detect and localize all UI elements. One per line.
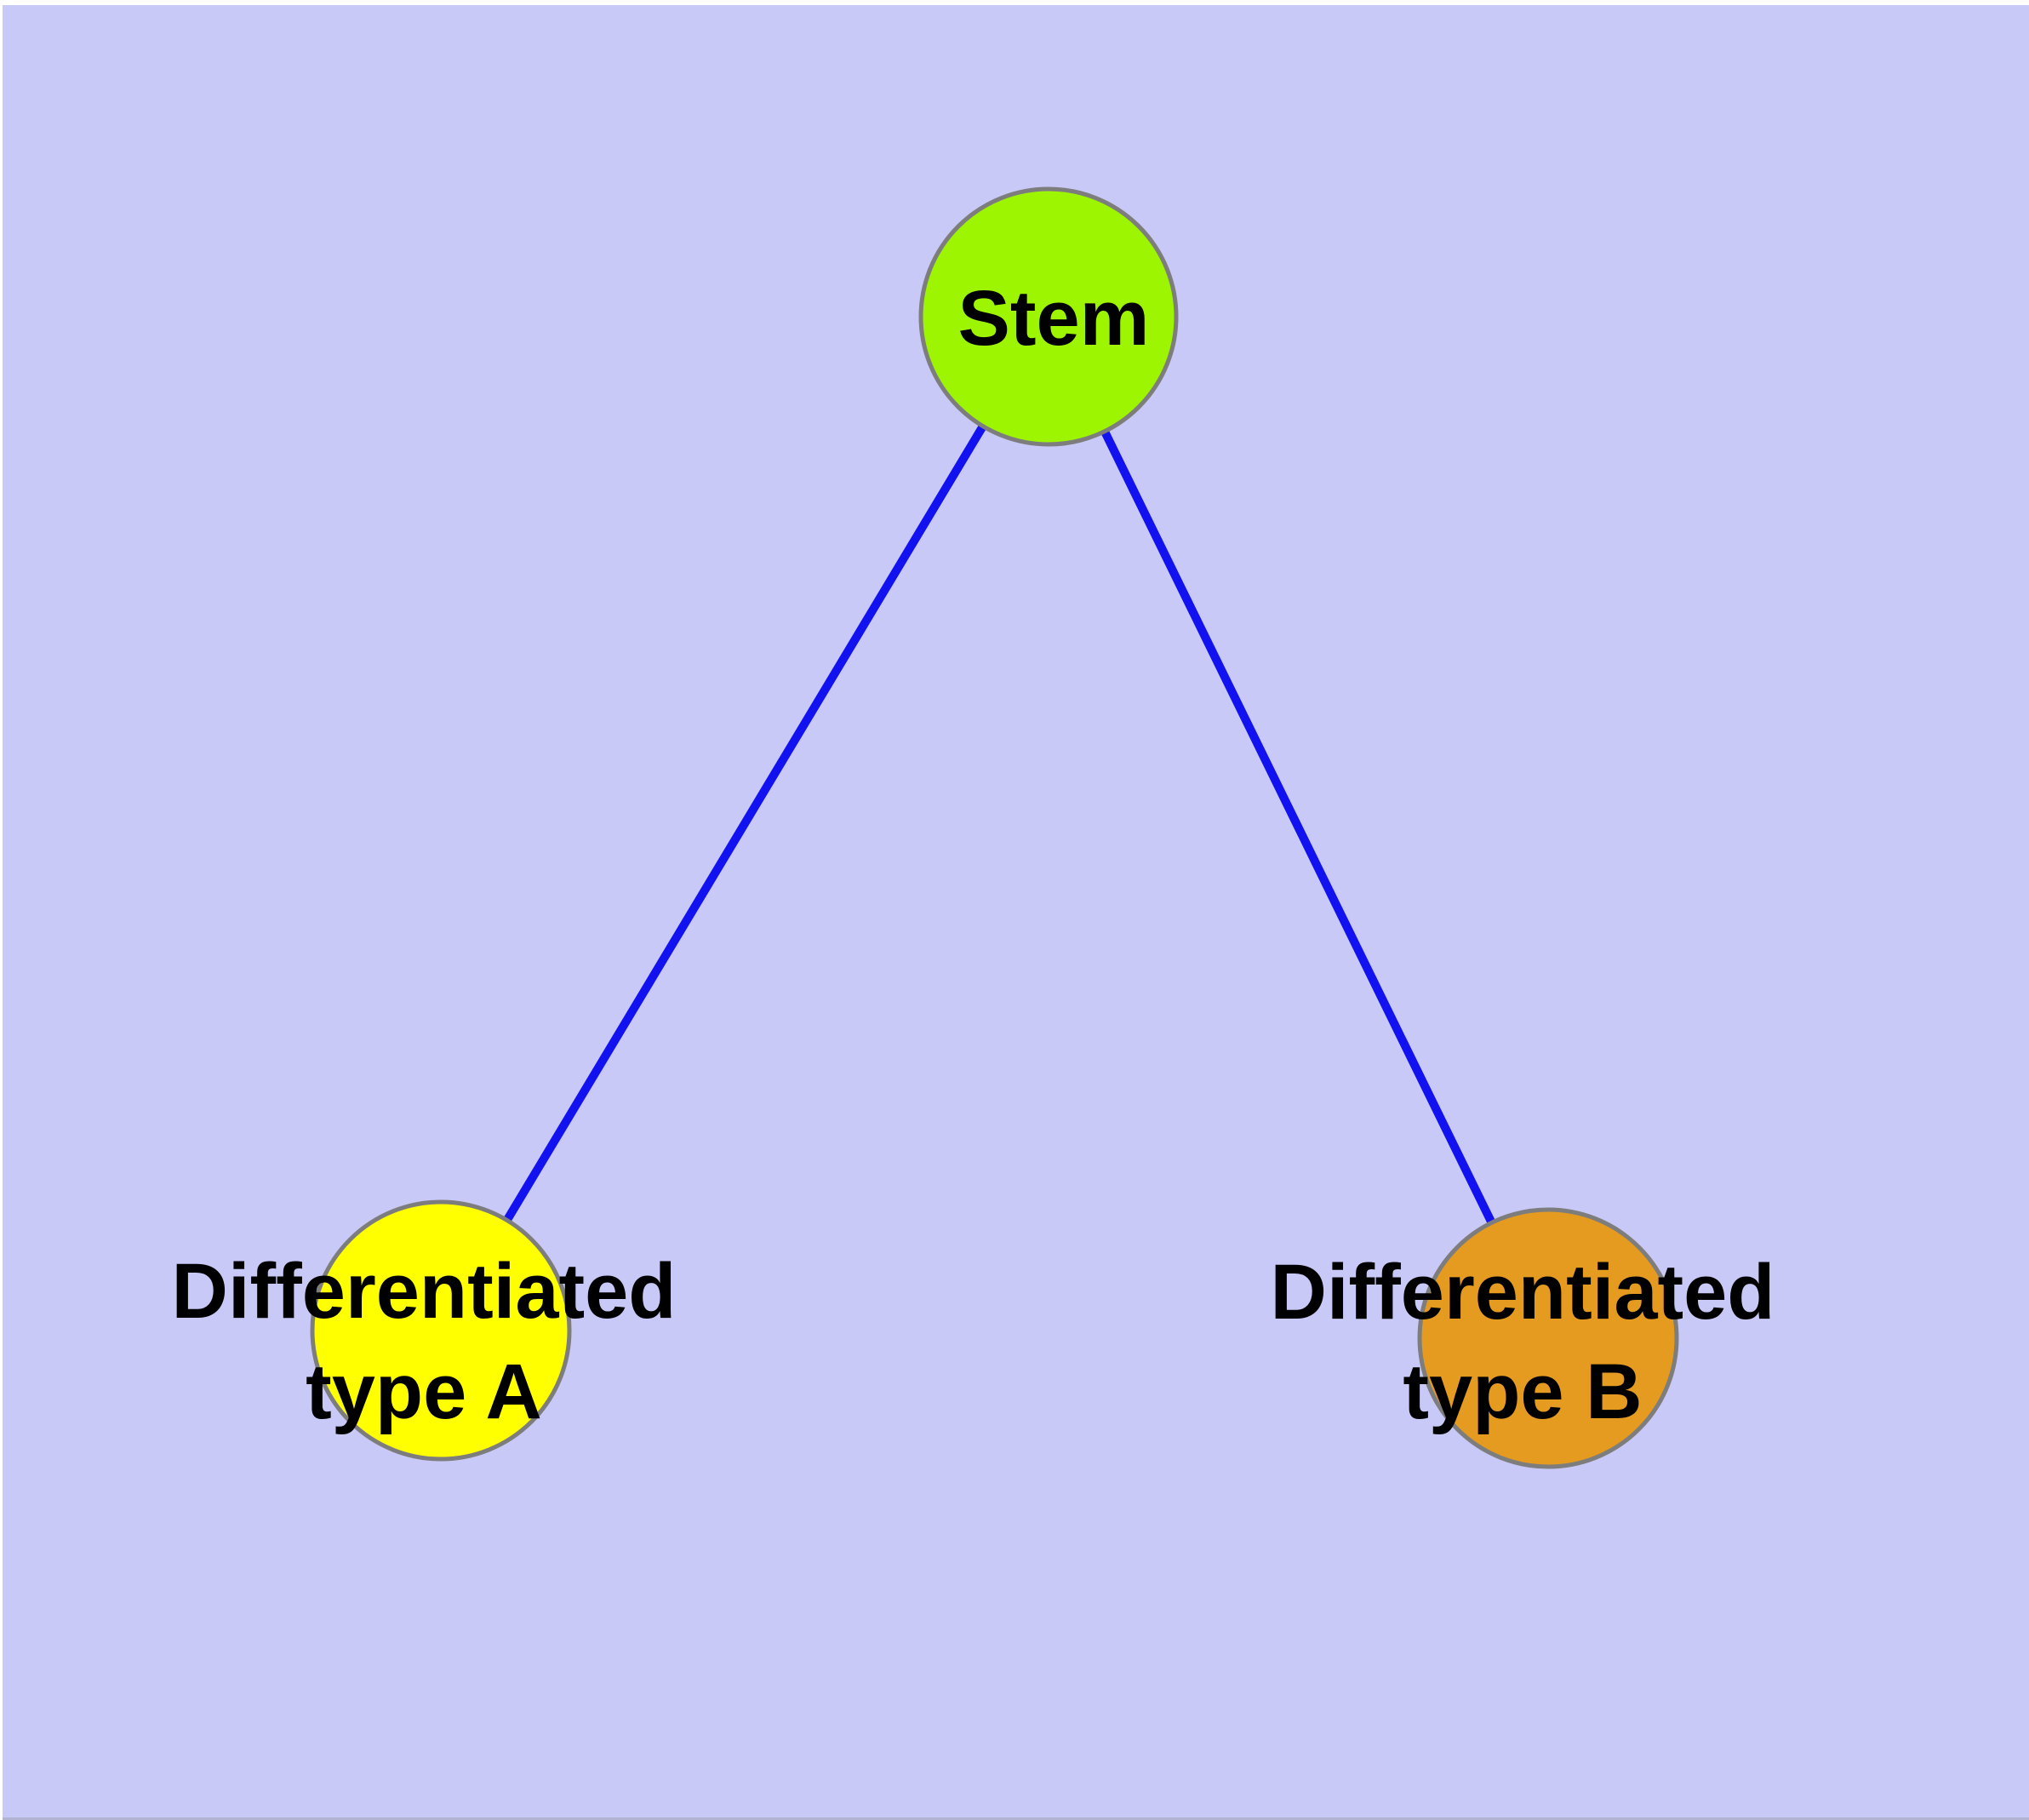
edge-layer <box>437 314 1552 1341</box>
node-stem-label: Stem <box>958 275 1150 362</box>
node-type-a-label-line1: Differentiated <box>172 1248 677 1335</box>
edge-stem-to-type-b <box>1044 314 1552 1341</box>
node-type-b-circle <box>1417 1207 1679 1469</box>
edge-stem-to-type-a <box>437 314 1053 1333</box>
node-stem: Stem <box>918 186 1179 447</box>
node-type-a: Differentiated type A <box>172 1199 677 1462</box>
node-type-a-circle <box>310 1199 572 1462</box>
node-type-a-label-line2: type A <box>306 1348 542 1435</box>
node-type-b: Differentiated type B <box>1271 1207 1775 1469</box>
bottom-edge-line <box>3 1817 2029 1820</box>
node-type-b-label-line1: Differentiated <box>1271 1249 1775 1336</box>
node-stem-circle <box>918 186 1179 447</box>
node-type-b-label-line2: type B <box>1403 1348 1642 1435</box>
